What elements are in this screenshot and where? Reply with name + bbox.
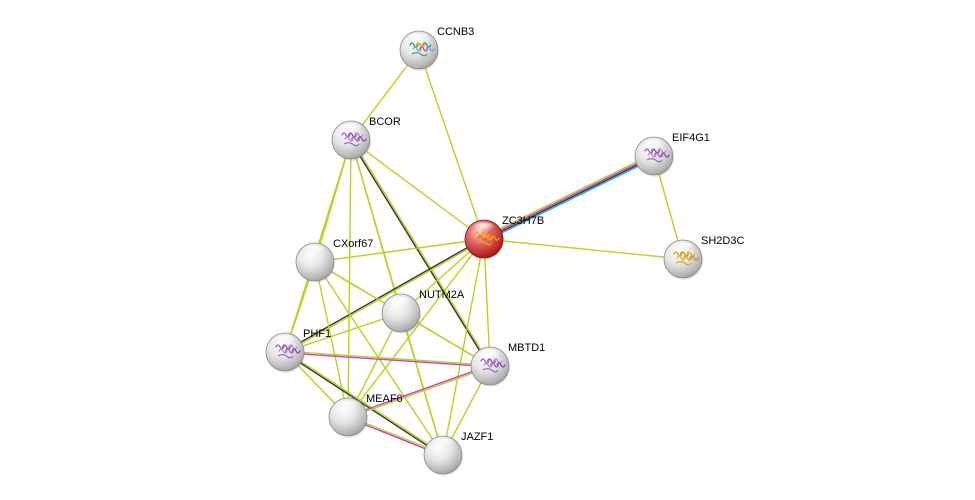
edge-ZC3H7B-CXorf67[interactable] [314,238,485,263]
edge-ZC3H7B-MBTD1[interactable] [483,238,491,367]
edge-line-coexpression [349,140,490,367]
edge-line-experimental [284,352,490,368]
node-highlight [339,123,363,136]
edge-line-textmining [483,238,491,367]
node-highlight [671,242,695,255]
edge-line-textmining [351,139,492,366]
node-label: JAZF1 [461,431,493,443]
node-label: ZC3H7B [502,215,544,227]
node-highlight [389,296,413,309]
node-label: CXorf67 [333,238,373,250]
edge-BCOR-MBTD1[interactable] [349,139,492,367]
node-highlight [472,222,496,235]
edge-line-textmining [483,238,684,260]
edge-line-textmining [285,239,485,354]
node-ccnb3[interactable]: CCNB3 [399,26,474,71]
edge-ZC3H7B-PHF1[interactable] [284,237,485,354]
node-highlight [303,245,327,258]
edge-line-textmining [314,261,444,456]
edge-BCOR-ZC3H7B[interactable] [350,139,485,240]
edge-line-textmining [418,49,485,240]
node-highlight [431,438,455,451]
edge-PHF1-JAZF1[interactable] [284,350,444,457]
edge-ZC3H7B-EIF4G1[interactable] [482,153,656,242]
edge-PHF1-MBTD1[interactable] [284,350,491,368]
edge-CXorf67-JAZF1[interactable] [314,261,444,456]
node-cxorf67[interactable]: CXorf67 [295,238,373,283]
node-label: PHF1 [303,328,331,340]
edge-line-coexpression [284,352,443,457]
node-nutm2a[interactable]: NUTM2A [381,289,465,334]
node-meaf6[interactable]: MEAF6 [328,393,403,438]
node-highlight [478,349,502,362]
node-eif4g1[interactable]: EIF4G1 [634,132,710,177]
node-mbtd1[interactable]: MBTD1 [470,342,545,387]
node-highlight [642,139,666,152]
edge-NUTM2A-PHF1[interactable] [284,312,402,353]
node-highlight [407,33,431,46]
edge-line-textmining [400,312,444,456]
edge-line-textmining [314,238,485,263]
node-label: EIF4G1 [672,132,710,144]
edge-line-textmining [285,350,491,366]
node-label: CCNB3 [437,26,474,38]
node-bcor[interactable]: BCOR [331,116,401,161]
edge-line-textmining [350,139,485,240]
edge-line-textmining [442,238,485,456]
edge-ZC3H7B-MEAF6[interactable] [347,238,485,418]
edge-line-coexpression [284,237,484,352]
edge-line-experimental [347,364,490,417]
edge-ZC3H7B-SH2D3C[interactable] [483,238,684,260]
edge-ZC3H7B-JAZF1[interactable] [442,238,485,456]
edge-MBTD1-MEAF6[interactable] [347,364,491,419]
node-label: BCOR [369,116,401,128]
edge-line-database [484,157,656,242]
node-label: NUTM2A [419,289,465,301]
edge-NUTM2A-JAZF1[interactable] [400,312,444,456]
edge-CCNB3-ZC3H7B[interactable] [418,49,485,240]
node-zc3h7b[interactable]: ZC3H7B [464,215,544,260]
node-phf1[interactable]: PHF1 [265,328,331,373]
edge-line-coexpression [484,156,655,241]
node-label: MBTD1 [508,342,545,354]
edge-line-textmining [347,139,352,418]
node-label: SH2D3C [701,235,744,247]
edge-line-textmining [284,312,402,353]
edge-line-textmining [347,238,485,418]
node-label: MEAF6 [366,393,403,405]
node-sh2d3c[interactable]: SH2D3C [663,235,744,280]
edge-line-experimental [483,154,654,239]
edge-line-textmining [285,350,444,455]
edge-line-textmining [482,153,654,238]
node-highlight [273,335,297,348]
edge-BCOR-MEAF6[interactable] [347,139,352,418]
edge-line-textmining [348,366,491,419]
node-highlight [336,400,360,413]
node-jazf1[interactable]: JAZF1 [423,431,493,476]
